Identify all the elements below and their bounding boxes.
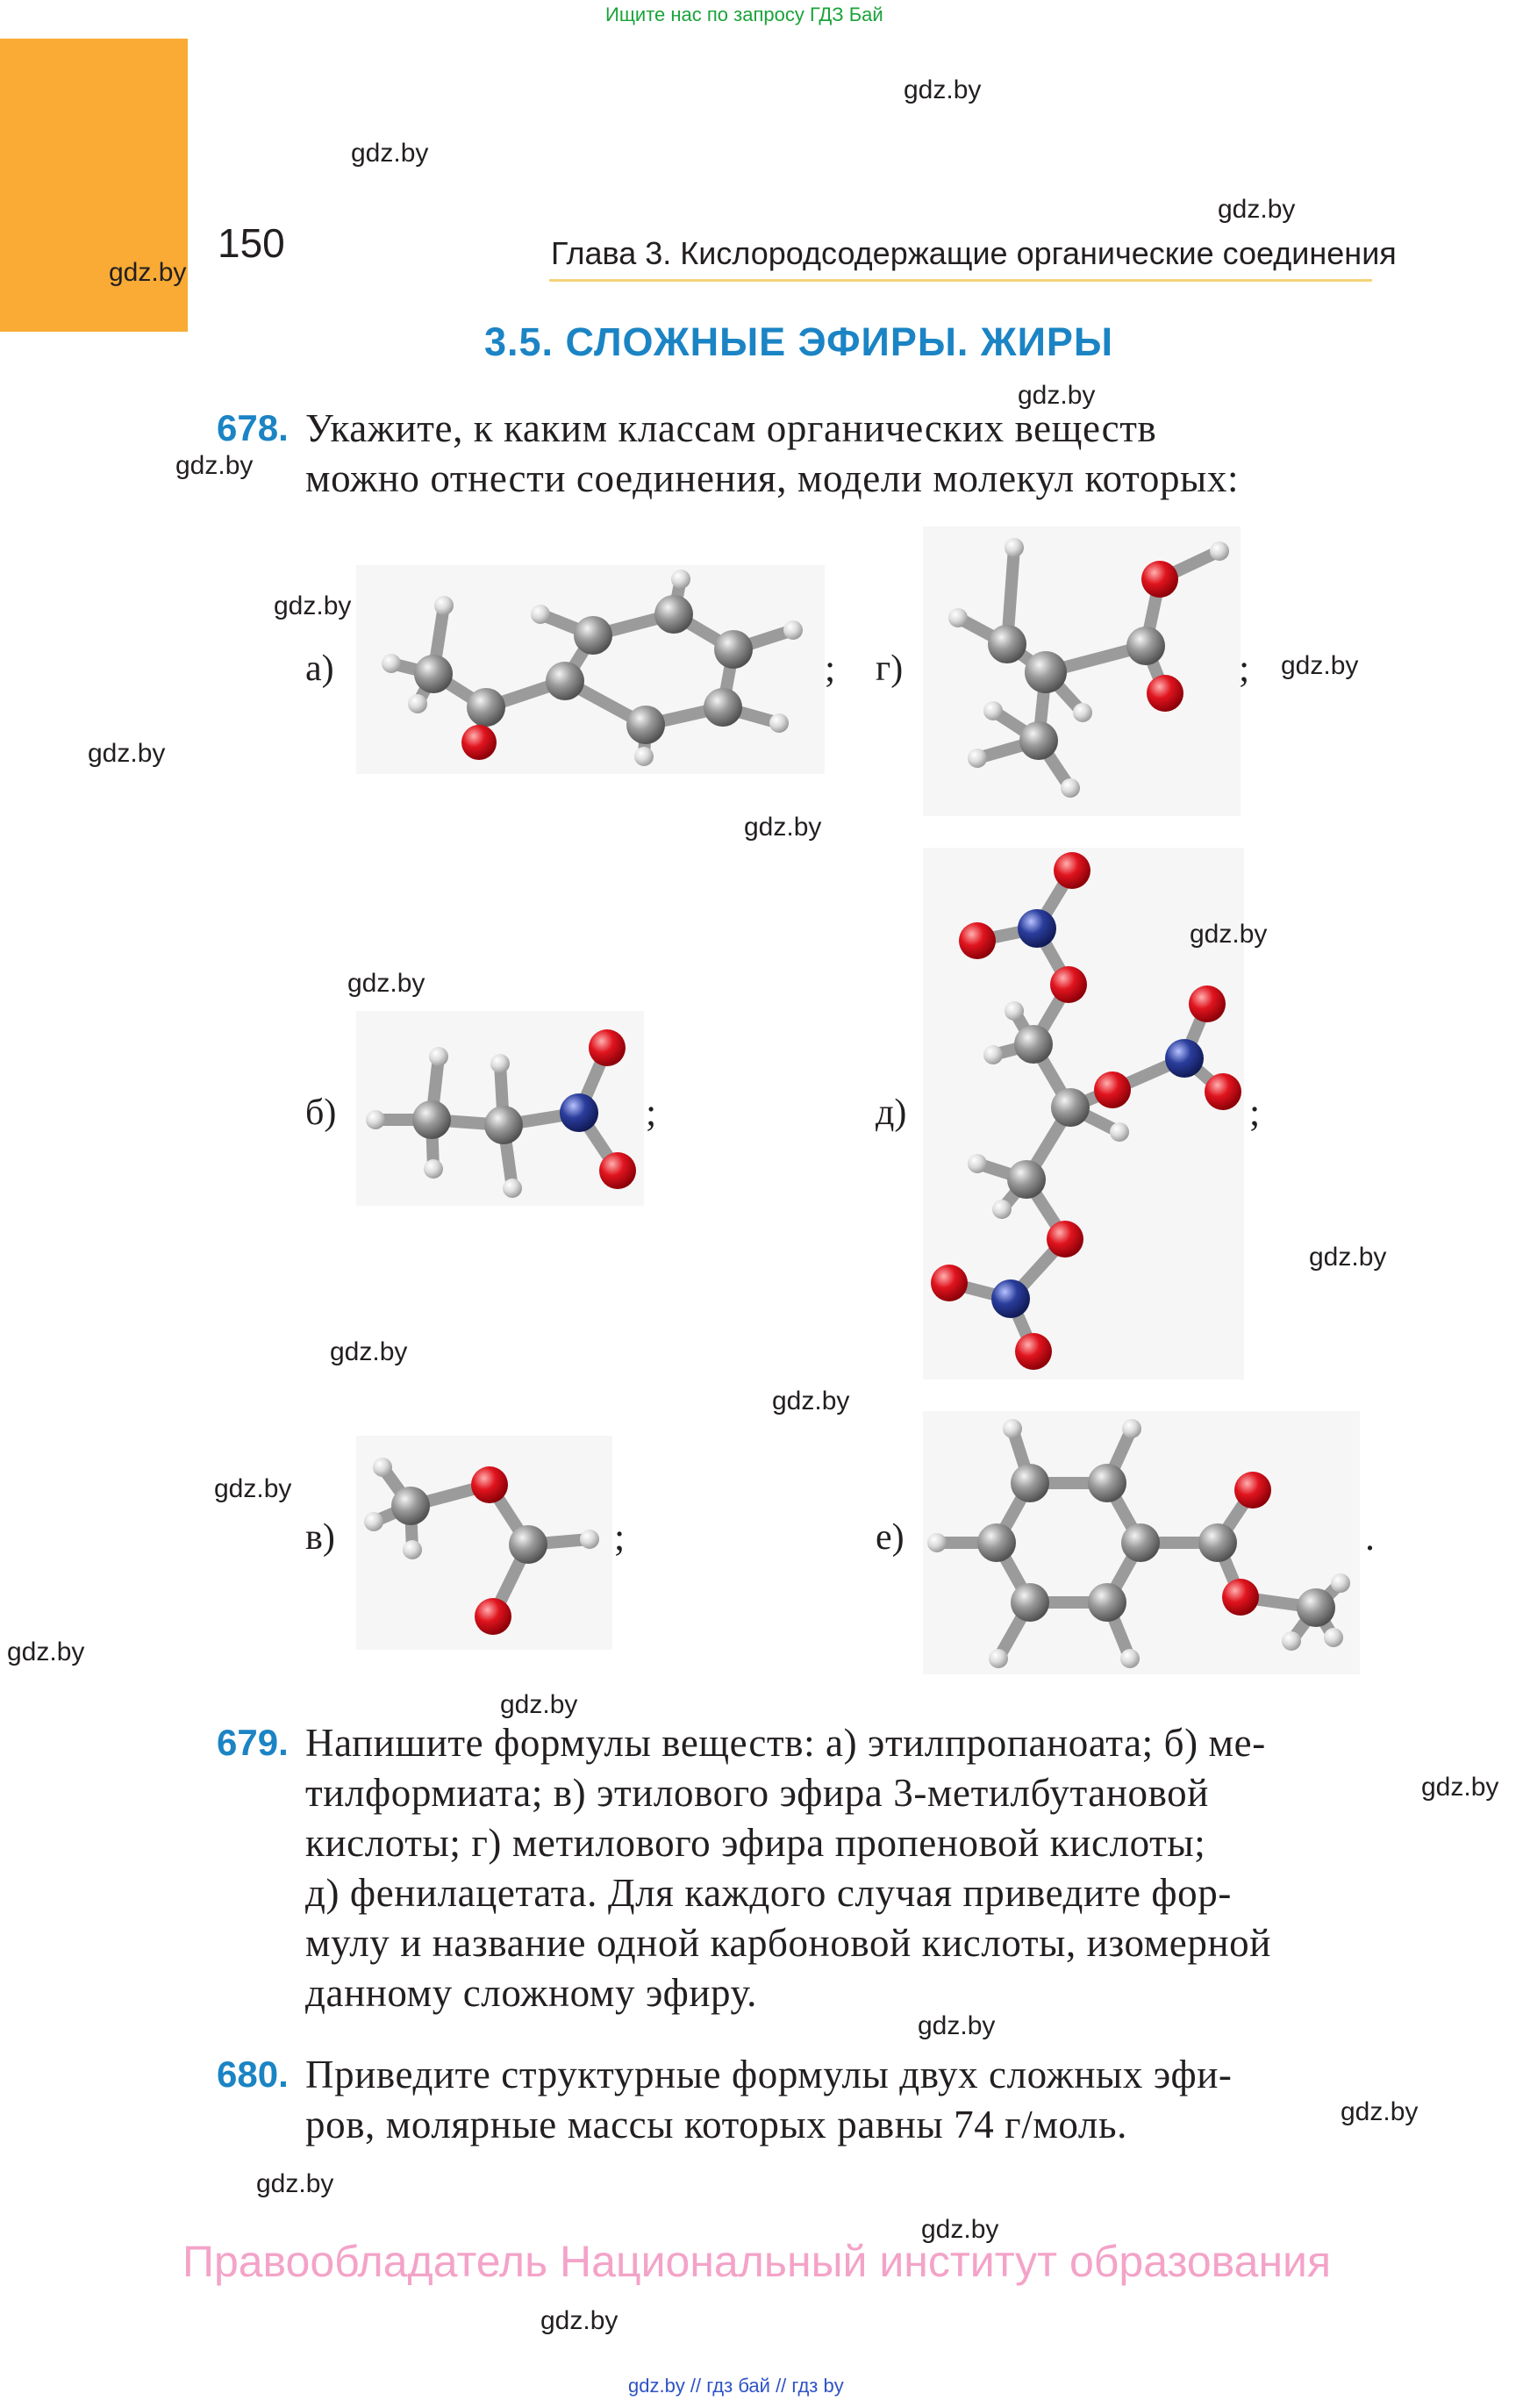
molecule-label-v: в) — [305, 1517, 335, 1558]
watermark: gdz.by — [330, 1337, 408, 1366]
molecule-label-e: е) — [876, 1517, 905, 1558]
watermark: gdz.by — [7, 1638, 85, 1666]
watermark: gdz.by — [500, 1690, 578, 1719]
watermark: gdz.by — [772, 1387, 850, 1415]
task-line: можно отнести соединения, модели молекул… — [305, 456, 1240, 500]
task-line: Напишите формулы веществ: а) этилпропано… — [305, 1721, 1266, 1765]
molecule-model-g — [923, 527, 1241, 816]
task-line: Укажите, к каким классам органических ве… — [305, 406, 1157, 450]
molecule-punct-e: . — [1365, 1516, 1375, 1559]
task-line: мулу и название одной карбоновой кислоты… — [305, 1921, 1271, 1965]
task-number: 678. — [217, 407, 289, 448]
watermark: gdz.by — [1421, 1773, 1499, 1802]
watermark: gdz.by — [1218, 195, 1296, 224]
molecule-model-e — [923, 1411, 1360, 1674]
task-line: тилформиата; в) этилового эфира 3-метилб… — [305, 1771, 1209, 1815]
watermark: gdz.by — [109, 258, 187, 287]
page-corner-tab — [0, 39, 188, 332]
task-line: д) фенилацетата. Для каждого случая прив… — [305, 1871, 1232, 1915]
watermark: gdz.by — [1190, 920, 1268, 949]
watermark: gdz.by — [904, 75, 982, 104]
molecule-model-b — [356, 1011, 644, 1206]
molecule-punct-v: ; — [614, 1516, 626, 1559]
task-number: 679. — [217, 1722, 289, 1763]
task-line: кислоты; г) метилового эфира пропеновой … — [305, 1821, 1206, 1865]
molecule-punct-a: ; — [825, 647, 836, 690]
task-line: данному сложному эфиру. — [305, 1971, 757, 2015]
watermark: gdz.by — [88, 739, 166, 768]
molecule-model-d — [923, 848, 1244, 1380]
molecule-label-b: б) — [305, 1093, 337, 1133]
watermark: gdz.by — [1309, 1243, 1387, 1272]
task-line: ров, молярные массы которых равны 74 г/м… — [305, 2103, 1127, 2146]
watermark: gdz.by — [1341, 2097, 1419, 2126]
top-search-link[interactable]: Ищите нас по запросу ГДЗ Бай — [605, 4, 883, 25]
header-rule — [549, 279, 1372, 282]
task-text: Напишите формулы веществ: а) этилпропано… — [305, 1718, 1370, 2018]
molecule-label-d: д) — [876, 1093, 907, 1133]
watermark: gdz.by — [1281, 651, 1359, 680]
molecule-label-a: а) — [305, 649, 334, 689]
chapter-title: Глава 3. Кислородсодержащие органические… — [551, 235, 1397, 271]
molecule-label-g: г) — [876, 649, 904, 689]
task-line: Приведите структурные формулы двух сложн… — [305, 2053, 1233, 2096]
watermark: gdz.by — [256, 2169, 334, 2198]
task-text: Укажите, к каким классам органических ве… — [305, 404, 1370, 504]
watermark: gdz.by — [1018, 381, 1096, 410]
watermark: gdz.by — [175, 451, 254, 480]
watermark: gdz.by — [214, 1474, 292, 1503]
section-title: 3.5. СЛОЖНЫЕ ЭФИРЫ. ЖИРЫ — [484, 319, 1113, 364]
watermark: gdz.by — [540, 2306, 618, 2335]
molecule-punct-b: ; — [646, 1091, 657, 1134]
task-text: Приведите структурные формулы двух сложн… — [305, 2050, 1370, 2150]
watermark: gdz.by — [921, 2215, 999, 2244]
watermark: gdz.by — [351, 139, 429, 168]
watermark: gdz.by — [347, 969, 425, 998]
watermark: gdz.by — [274, 591, 352, 620]
copyright-notice: Правообладатель Национальный институт об… — [182, 2237, 1332, 2286]
task-number: 680. — [217, 2053, 289, 2095]
molecule-punct-d: ; — [1249, 1091, 1261, 1134]
page-number: 150 — [218, 220, 285, 266]
molecule-model-v — [356, 1436, 612, 1650]
molecule-punct-g: ; — [1239, 647, 1250, 690]
footer-links[interactable]: gdz.by // гдз бай // гдз by — [628, 2375, 844, 2397]
watermark: gdz.by — [744, 813, 822, 842]
molecule-model-a — [356, 565, 825, 774]
watermark: gdz.by — [918, 2011, 996, 2040]
